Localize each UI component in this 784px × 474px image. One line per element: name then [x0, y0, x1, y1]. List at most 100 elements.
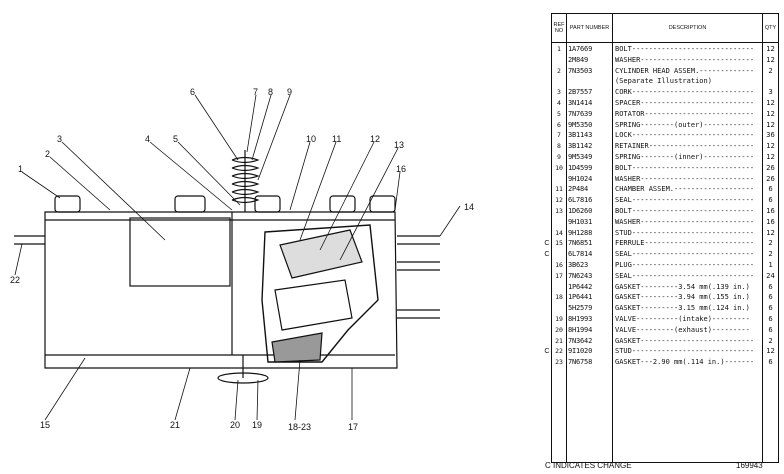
quantity: 6	[768, 324, 773, 334]
quantity: 2	[768, 335, 773, 345]
ref-no: 8	[557, 142, 561, 151]
ref-no: 12	[555, 196, 563, 205]
svg-text:1: 1	[18, 164, 23, 174]
description: PLUG-----------------------------	[615, 261, 755, 269]
svg-text:22: 22	[10, 275, 20, 285]
ref-no: 19	[555, 315, 563, 323]
ref-no: 4	[557, 99, 561, 107]
ref-no: 23	[555, 358, 563, 367]
quantity: 6	[768, 184, 773, 194]
ref-no: 16	[555, 261, 563, 269]
description: STUD-----------------------------	[615, 228, 755, 237]
description: WASHER---------------------------	[615, 55, 755, 64]
table-row: 16 3B623 PLUG-----------------------------…	[552, 260, 778, 271]
svg-text:5: 5	[173, 134, 178, 144]
change-mark: C	[544, 346, 550, 356]
quantity: 26	[766, 162, 775, 172]
part-number: 9I1020	[568, 347, 593, 356]
part-number: 3B1143	[568, 131, 593, 140]
part-number: 6L7814	[568, 250, 593, 259]
description: GASKET---------3.94 mm(.155 in.)	[615, 293, 750, 302]
description: BOLT-----------------------------	[615, 45, 755, 53]
change-mark: C	[544, 249, 550, 259]
ref-no: 7	[557, 131, 561, 140]
bolt-head	[254, 195, 281, 213]
part-number: 2M849	[568, 55, 589, 64]
description: GASKET---2.90 mm(.114 in.)-------	[615, 358, 755, 367]
part-number: 7N6851	[568, 239, 593, 248]
description: SPRING--------(inner)------------	[615, 153, 755, 161]
svg-text:8: 8	[268, 87, 273, 97]
ref-no: 15	[555, 239, 563, 248]
description: ROTATOR--------------------------	[615, 109, 755, 118]
svg-text:15: 15	[40, 420, 50, 430]
description: SEAL-----------------------------	[615, 250, 755, 259]
svg-text:4: 4	[145, 134, 150, 144]
quantity: 12	[766, 141, 775, 151]
svg-text:13: 13	[394, 140, 404, 150]
part-number: 3B1142	[568, 142, 593, 151]
svg-text:14: 14	[464, 202, 474, 212]
svg-text:10: 10	[306, 134, 316, 144]
header-qty: QTY	[764, 24, 777, 31]
svg-text:18-23: 18-23	[288, 422, 311, 432]
description: STUD-----------------------------	[615, 347, 755, 356]
part-number: 9H1288	[568, 228, 593, 237]
table-header: REF NO PART NUMBER DESCRIPTION QTY	[552, 14, 778, 43]
table-row: 12 6L7816 SEAL----------------------------…	[552, 195, 778, 206]
svg-text:12: 12	[370, 134, 380, 144]
ref-no: 10	[555, 163, 563, 172]
quantity: 6	[768, 314, 773, 323]
ref-no: 21	[555, 336, 563, 345]
part-number: 1D6260	[568, 207, 593, 215]
description: GASKET---------3.15 mm(.124 in.)	[615, 304, 750, 313]
quantity: 12	[766, 108, 775, 118]
part-number: 1D4599	[568, 163, 593, 172]
quantity: 6	[768, 357, 773, 367]
part-number: 2B7557	[568, 88, 593, 97]
ref-no: 11	[555, 185, 563, 194]
description: SEAL-----------------------------	[615, 196, 755, 205]
ref-no: 3	[557, 88, 561, 97]
description: SEAL-----------------------------	[615, 271, 755, 280]
quantity: 12	[766, 152, 775, 161]
header-ref-no: REF NO	[552, 14, 567, 42]
quantity: 2	[768, 65, 773, 75]
quantity: 1	[768, 260, 773, 269]
part-number: 1A7669	[568, 45, 593, 53]
ref-no: 22	[555, 347, 563, 356]
part-number: 6L7816	[568, 196, 593, 205]
part-number: 8H1994	[568, 325, 593, 334]
stud-right	[397, 235, 440, 319]
quantity: 6	[768, 292, 773, 302]
quantity: 12	[766, 44, 775, 53]
ref-no: 9	[557, 153, 561, 161]
description: BOLT-----------------------------	[615, 207, 755, 215]
description: WASHER---------------------------	[615, 174, 755, 183]
svg-text:16: 16	[396, 164, 406, 174]
quantity: 2	[768, 238, 773, 248]
svg-text:19: 19	[252, 420, 262, 430]
quantity: 26	[766, 173, 775, 183]
part-number: 3B623	[568, 261, 589, 269]
description: VALVE----------(intake)---------	[615, 315, 750, 323]
svg-text:17: 17	[348, 422, 358, 432]
table-row: 7 3B1143 LOCK-----------------------------…	[552, 130, 778, 141]
table-row: C 6L7814 SEAL-----------------------------…	[544, 249, 778, 260]
part-number: 2P484	[568, 185, 589, 194]
description: LOCK-----------------------------	[615, 131, 755, 140]
quantity: 16	[766, 206, 775, 215]
stud-left	[14, 235, 45, 245]
